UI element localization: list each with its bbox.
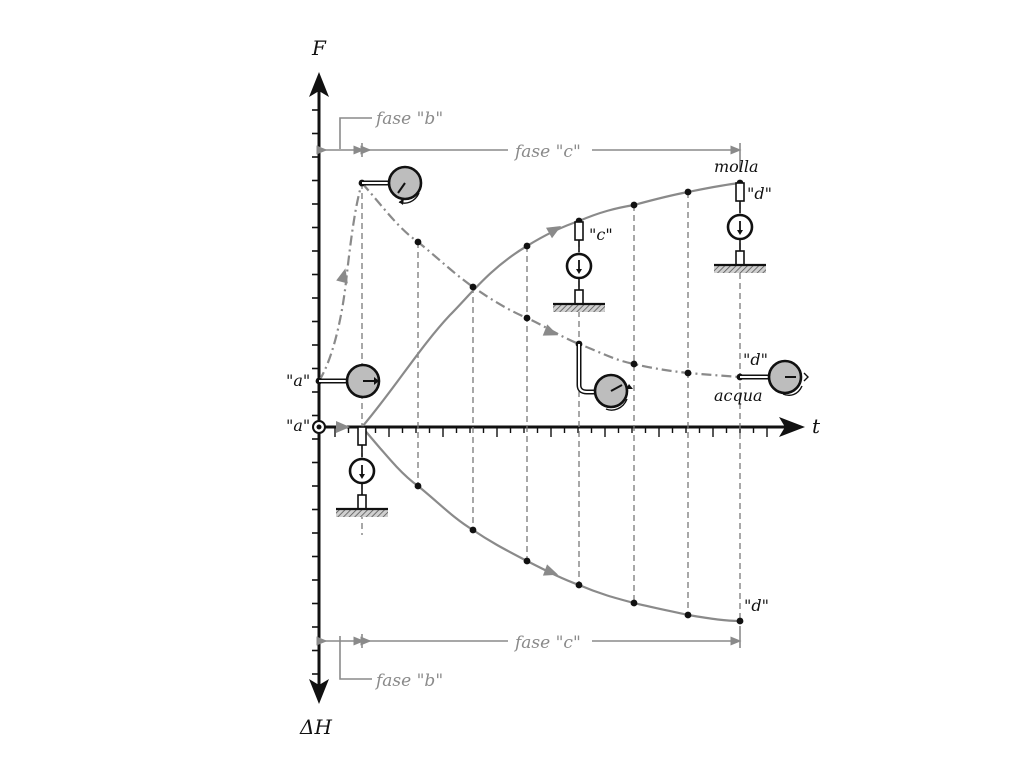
water-pressure-curve [361, 182, 741, 379]
point-d-settlement-label: "d" [744, 596, 769, 615]
spring-piston-icon [553, 221, 605, 312]
curve-point [630, 201, 638, 209]
point-c-label: "c" [589, 225, 613, 244]
phase-b-label-top: fase "b" [374, 109, 443, 129]
curve-point [414, 238, 422, 246]
point-a-origin-label: "a" [286, 416, 310, 435]
curves [318, 181, 741, 623]
y-axis-down-label: ΔH [299, 715, 332, 739]
flow-arrow-water [542, 324, 558, 336]
curve-point [414, 482, 422, 490]
axes [309, 72, 805, 704]
flow-arrow-phase-b [336, 268, 348, 284]
load-curve-phase-b [318, 182, 364, 382]
flow-arrow-settlement [542, 564, 559, 576]
pressure-gauge-icon [362, 165, 423, 205]
pressure-gauge-icon [593, 373, 633, 411]
ground-hatch-icon [336, 509, 388, 517]
y-axis-up-arrow [309, 72, 329, 97]
flow-arrow-axis [336, 421, 350, 433]
phase-dimensions-top [316, 117, 742, 172]
curve-points [315, 179, 744, 625]
curve-point [469, 283, 477, 291]
spring-piston-icon [336, 426, 388, 517]
y-axis-up-label: F [311, 36, 327, 60]
curve-point [523, 242, 531, 250]
spring-piston-icon [714, 182, 766, 273]
point-d-water-label: "d" [743, 350, 768, 369]
curve-point [630, 360, 638, 368]
x-axis-arrow [779, 417, 805, 437]
standpipe-icon [576, 344, 596, 395]
spring-force-curve [361, 181, 741, 428]
curve-point [684, 188, 692, 196]
flow-arrow-spring [546, 226, 562, 239]
curve-point [469, 526, 477, 534]
origin-marker-dot [316, 424, 322, 430]
phase-b-label-bottom: fase "b" [374, 671, 443, 691]
pressure-gauge-icon [319, 363, 381, 399]
point-a-upper-label: "a" [286, 371, 310, 390]
curve-point [630, 599, 638, 607]
spring-label: molla [714, 157, 759, 176]
x-axis-label: t [812, 414, 821, 438]
curve-point [736, 617, 744, 625]
y-axis-ticks [312, 109, 319, 675]
pressure-gauge-icon [740, 359, 809, 396]
curve-point [523, 314, 531, 322]
y-axis-down-arrow [309, 679, 329, 704]
curve-point [523, 557, 531, 565]
time-guides [361, 183, 741, 621]
spring-piston-units [336, 182, 766, 517]
phase-c-label-bottom: fase "c" [513, 633, 581, 653]
curve-point [684, 611, 692, 619]
point-d-spring-label: "d" [747, 184, 772, 203]
phase-c-label-top: fase "c" [513, 142, 581, 162]
curve-point [575, 581, 583, 589]
settlement-curve [361, 426, 741, 623]
ground-hatch-icon [553, 304, 605, 312]
curve-point [684, 369, 692, 377]
phase-dimensions-bottom [316, 626, 742, 680]
curve-flow-arrows [336, 226, 562, 576]
ground-hatch-icon [714, 265, 766, 273]
water-label: acqua [714, 386, 763, 405]
